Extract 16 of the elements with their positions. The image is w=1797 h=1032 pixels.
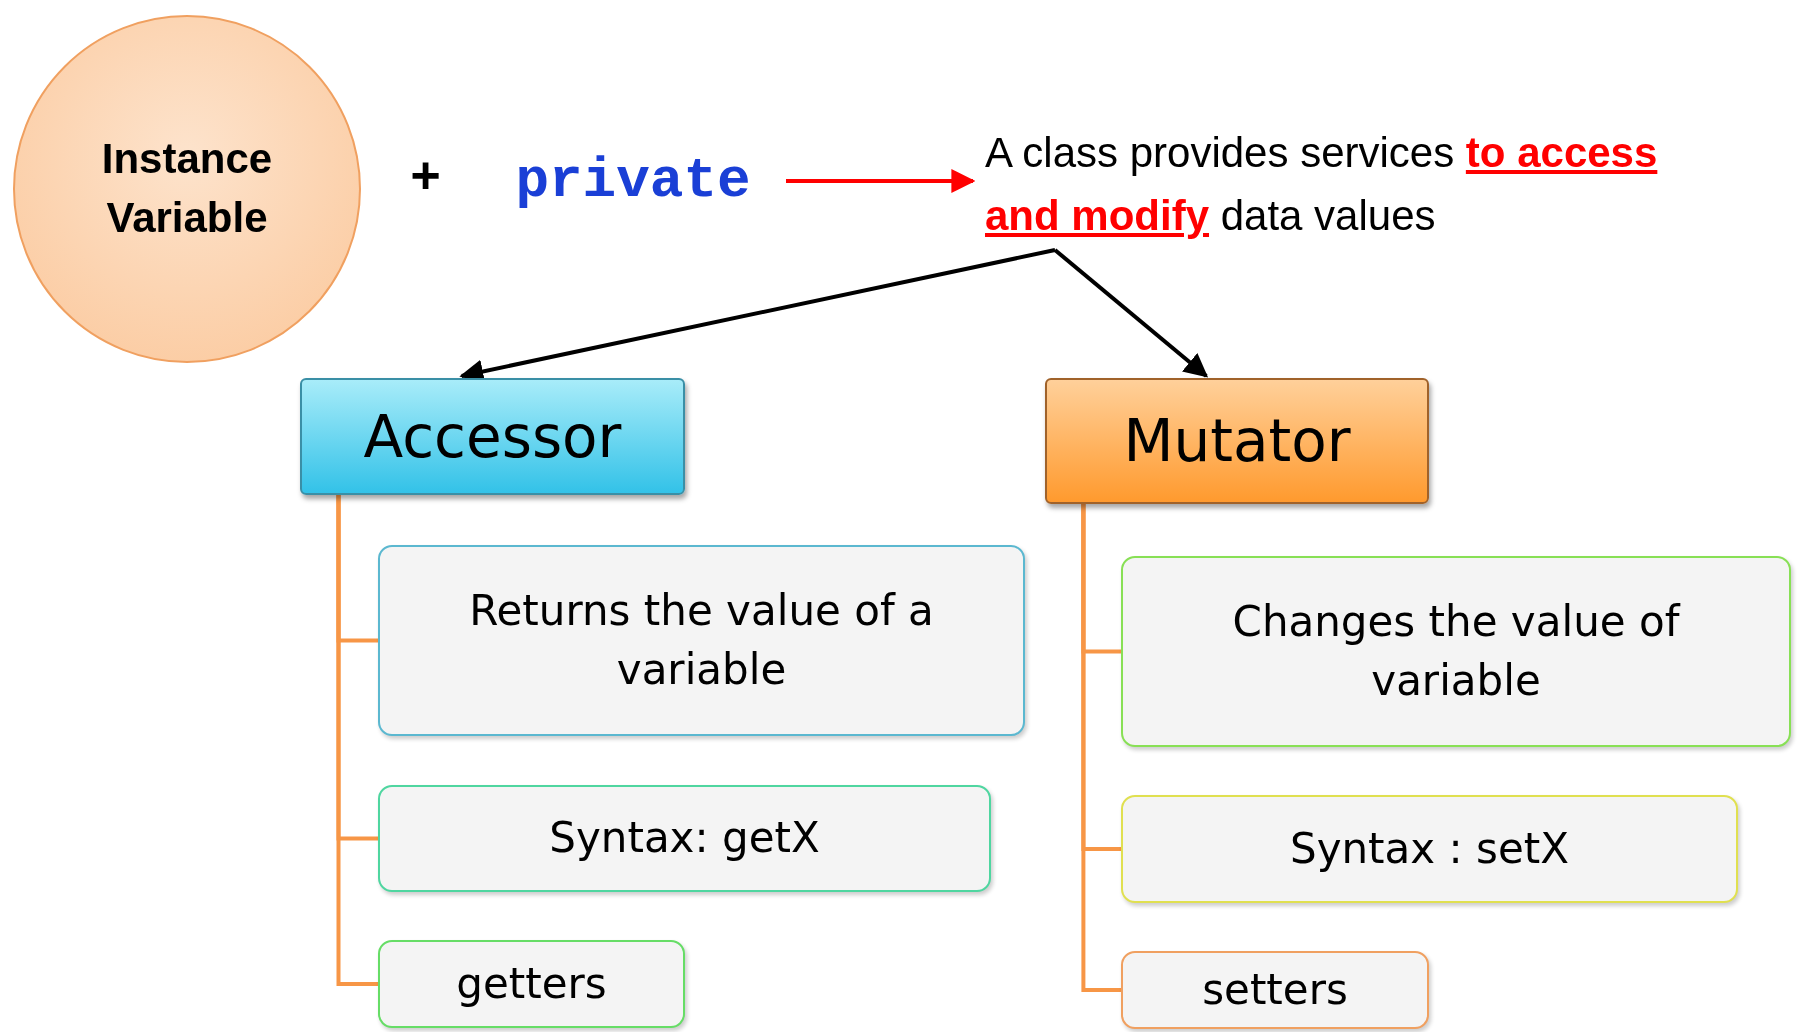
- circle-node: Instance Variable: [13, 15, 361, 363]
- term-box: getters: [378, 940, 685, 1028]
- connector-line: [336, 495, 378, 986]
- description-box: Returns the value of a variable: [378, 545, 1025, 736]
- description-text: A class provides services to access and modify data values: [985, 120, 1685, 248]
- term-box: setters: [1121, 951, 1429, 1029]
- syntax-box: Syntax : setX: [1121, 795, 1738, 903]
- description-box: Changes the value of variable: [1121, 556, 1791, 747]
- plus-sign: +: [410, 150, 442, 209]
- syntax-box: Syntax: getX: [378, 785, 991, 892]
- code-keyword: private: [488, 145, 778, 217]
- connector-line: [1081, 504, 1121, 992]
- accessor-box: Accessor: [300, 378, 685, 495]
- arrow: [786, 169, 976, 193]
- mutator-box: Mutator: [1045, 378, 1429, 504]
- arrow: [1053, 248, 1209, 378]
